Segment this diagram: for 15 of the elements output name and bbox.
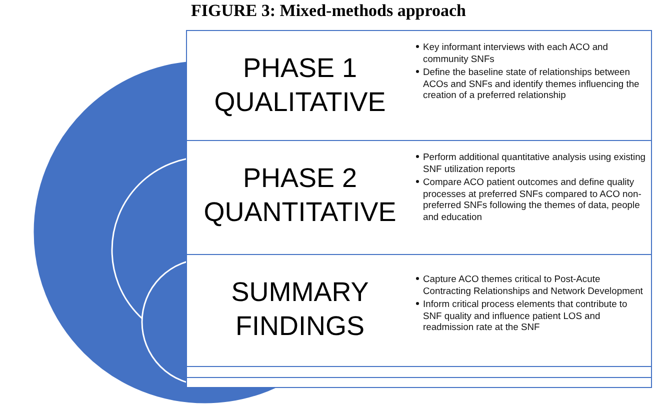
bullet-text: Key informant interviews with each ACO and community SNFs <box>423 41 608 64</box>
empty-band <box>186 366 652 378</box>
figure-title: FIGURE 3: Mixed-methods approach <box>190 1 467 21</box>
bullet-text: Compare ACO patient outcomes and define quality processes at preferred SNFs compared to ACO non-preferred SNFs following the themes of data, people and education <box>423 176 642 222</box>
phase-heading: PHASE 1 QUALITATIVE <box>213 52 387 119</box>
phase-panel <box>186 254 652 368</box>
phase-heading: SUMMARY FINDINGS <box>230 276 370 343</box>
phase-panel <box>186 30 652 142</box>
bullet-text: Define the baseline state of relationships between ACOs and SNFs and identify themes influencing the creation of a preferred relationship <box>423 66 640 100</box>
bullet-text: Inform critical process elements that contribute to SNF quality and influence patient LOS and readmission rate at the SNF <box>423 298 628 332</box>
phase-heading: PHASE 2 QUANTITATIVE <box>202 162 398 229</box>
empty-band <box>186 377 652 388</box>
bullet-text: Capture ACO themes critical to Post-Acute Contracting Relationships and Network Development <box>423 273 643 296</box>
bullet-text: Perform additional quantitative analysis using existing SNF utilization reports <box>423 151 646 174</box>
phase-panel <box>186 140 652 256</box>
